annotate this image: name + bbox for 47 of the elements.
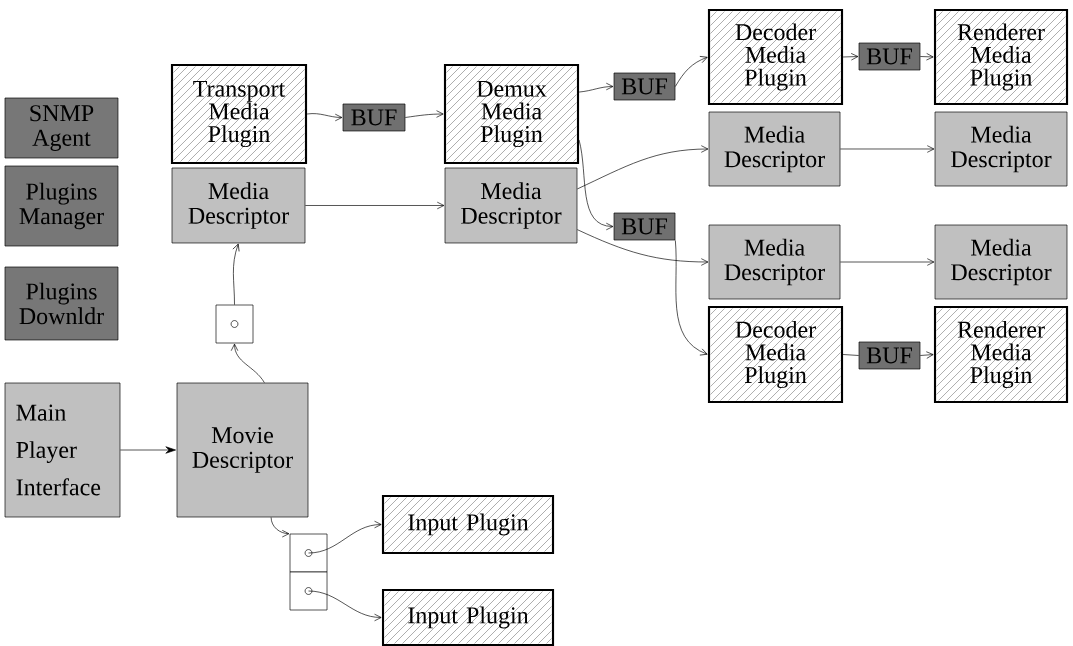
descriptor-box: Media Descriptor <box>444 167 578 244</box>
buffer-box: BUF <box>858 341 921 370</box>
arrow <box>577 229 709 266</box>
arrow <box>675 240 708 356</box>
plugin-box: Decoder Media Plugin <box>707 8 844 106</box>
plugin-box: Input Plugin <box>381 494 555 555</box>
descriptor-box: Media Descriptor <box>708 224 841 300</box>
arrow <box>405 110 444 118</box>
arrow <box>578 82 614 93</box>
plugin-box: Demux Media Plugin <box>443 63 580 165</box>
manager-box: Plugins Downldr <box>4 266 119 341</box>
descriptor-box: Media Descriptor <box>171 167 306 244</box>
buffer-box: BUF <box>613 72 676 101</box>
arrow <box>840 145 935 153</box>
arrow <box>840 258 935 266</box>
arrow <box>920 351 934 359</box>
plugin-box: Decoder Media Plugin <box>707 305 844 404</box>
plugin-box: Renderer Media Plugin <box>933 305 1069 404</box>
arrow <box>230 343 265 383</box>
arrow <box>120 446 176 454</box>
socket-box <box>289 533 328 573</box>
descriptor-box: Movie Descriptor <box>176 382 309 518</box>
socket-box <box>289 571 328 611</box>
plugin-box: Input Plugin <box>381 588 555 646</box>
socket-box <box>215 304 254 344</box>
arrow <box>578 139 614 231</box>
descriptor-box: Media Descriptor <box>708 111 841 187</box>
buffer-box: BUF <box>858 42 921 71</box>
arrow <box>308 590 382 622</box>
arrow <box>842 53 859 61</box>
buffer-box: BUF <box>342 103 406 132</box>
plugin-box: Renderer Media Plugin <box>933 8 1069 106</box>
arrow <box>308 520 382 554</box>
descriptor-box: Media Descriptor <box>934 224 1068 300</box>
buffer-box: BUF <box>613 212 676 241</box>
interface-box: Main Player Interface <box>4 382 121 518</box>
manager-box: SNMP Agent <box>4 97 119 159</box>
arrow <box>577 145 709 190</box>
descriptor-box: Media Descriptor <box>934 111 1068 187</box>
plugin-box: Transport Media Plugin <box>170 63 308 165</box>
arrow <box>270 517 290 538</box>
arrow <box>675 56 708 87</box>
arrow <box>306 113 343 122</box>
arrow <box>920 53 934 61</box>
manager-box: Plugins Manager <box>4 165 119 247</box>
arrow <box>305 201 445 210</box>
arrow <box>232 243 240 305</box>
